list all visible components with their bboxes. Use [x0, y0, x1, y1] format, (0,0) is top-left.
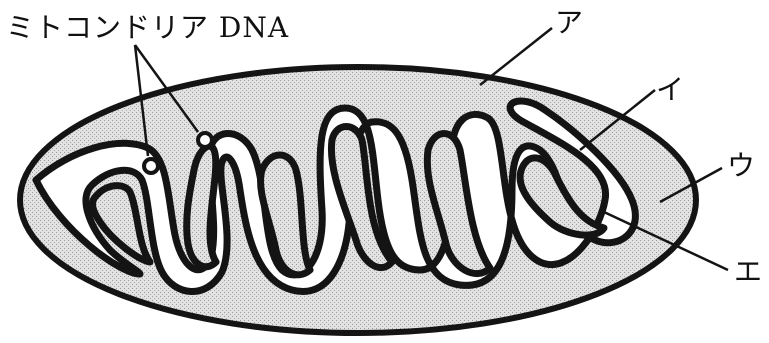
label-a: ア	[555, 9, 583, 37]
mtdna-ring-1	[144, 159, 158, 173]
label-u: ウ	[727, 152, 755, 180]
label-mtdna: ミトコンドリア DNA	[6, 14, 289, 42]
leader-a	[480, 28, 552, 85]
label-i: イ	[656, 76, 684, 104]
mtdna-ring-2	[198, 133, 212, 147]
label-e: エ	[734, 258, 762, 286]
